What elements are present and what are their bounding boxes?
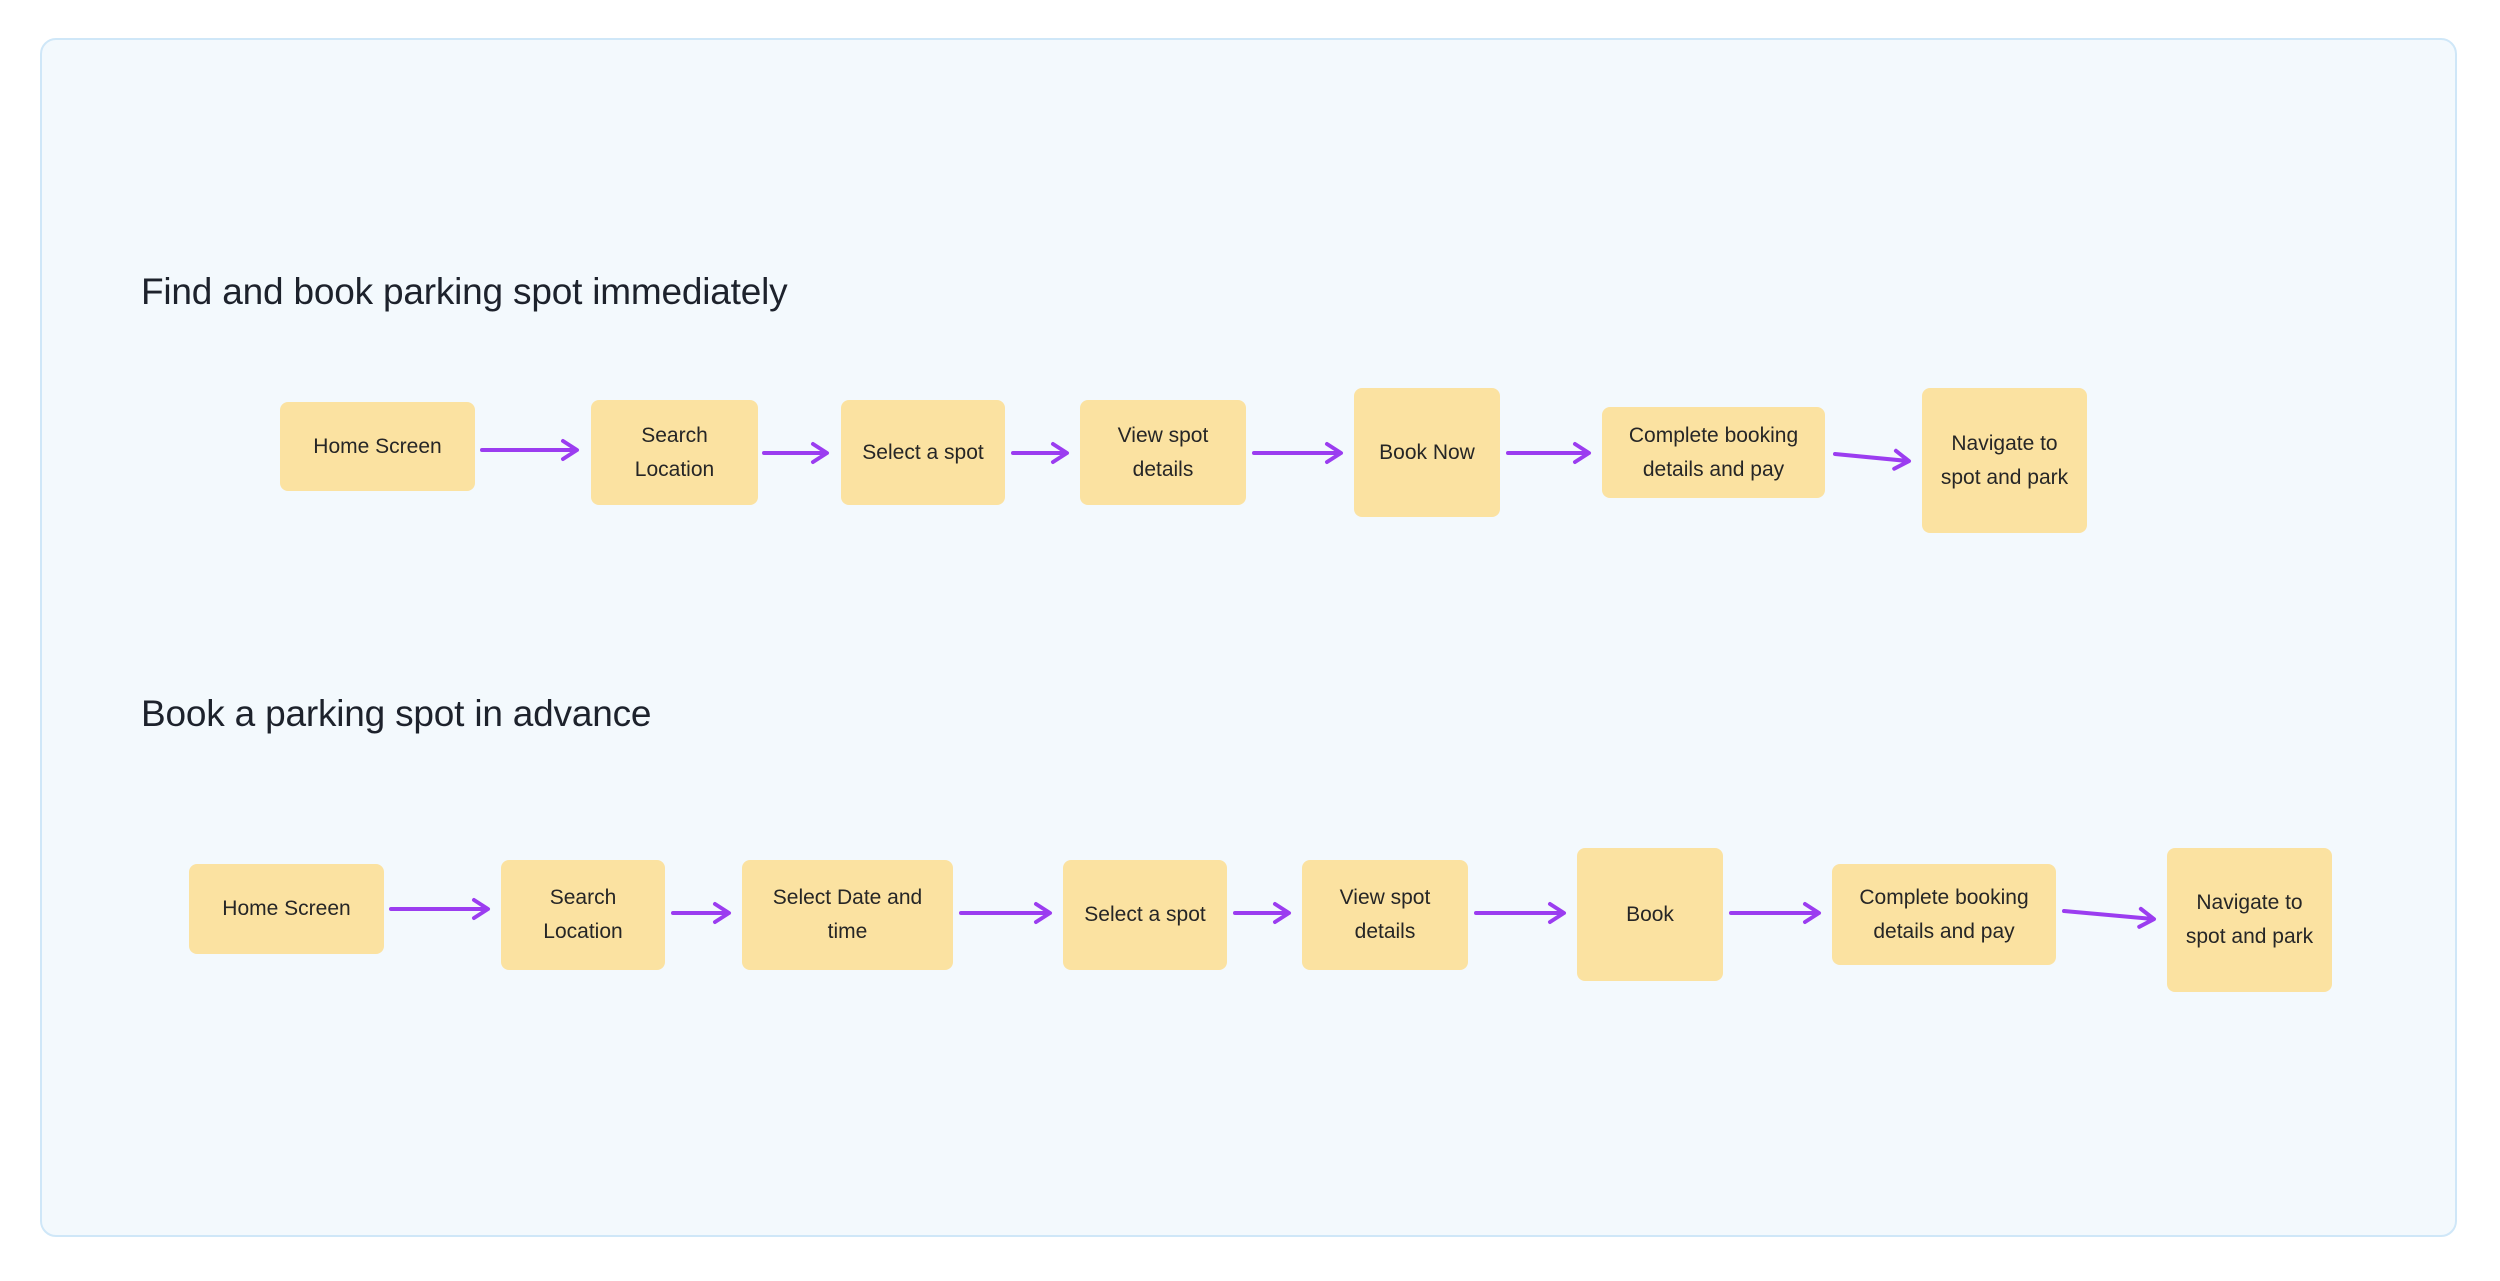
node-complete-booking[interactable]: Complete booking details and pay <box>1602 407 1825 498</box>
node-book-now[interactable]: Book Now <box>1354 388 1500 517</box>
node-search-location[interactable]: Search Location <box>591 400 758 505</box>
connector-arrow[interactable] <box>1833 448 1911 471</box>
node-search-location[interactable]: Search Location <box>501 860 665 970</box>
connectors-layer <box>389 439 2156 929</box>
node-view-spot-details[interactable]: View spot details <box>1302 860 1468 970</box>
node-navigate-to-spot[interactable]: Navigate to spot and park <box>2167 848 2332 992</box>
node-home-screen[interactable]: Home Screen <box>189 864 384 954</box>
node-select-a-spot[interactable]: Select a spot <box>1063 860 1227 970</box>
node-home-screen[interactable]: Home Screen <box>280 402 475 491</box>
node-complete-booking[interactable]: Complete booking details and pay <box>1832 864 2056 965</box>
node-select-date-time[interactable]: Select Date and time <box>742 860 953 970</box>
node-navigate-to-spot[interactable]: Navigate to spot and park <box>1922 388 2087 533</box>
flow-title-immediate: Find and book parking spot immediately <box>141 271 788 312</box>
flow-title-advance: Book a parking spot in advance <box>141 693 652 734</box>
node-book[interactable]: Book <box>1577 848 1723 981</box>
connector-arrow[interactable] <box>2062 906 2156 929</box>
canvas: Find and book parking spot immediately B… <box>40 38 2457 1237</box>
node-select-a-spot[interactable]: Select a spot <box>841 400 1005 505</box>
node-view-spot-details[interactable]: View spot details <box>1080 400 1246 505</box>
